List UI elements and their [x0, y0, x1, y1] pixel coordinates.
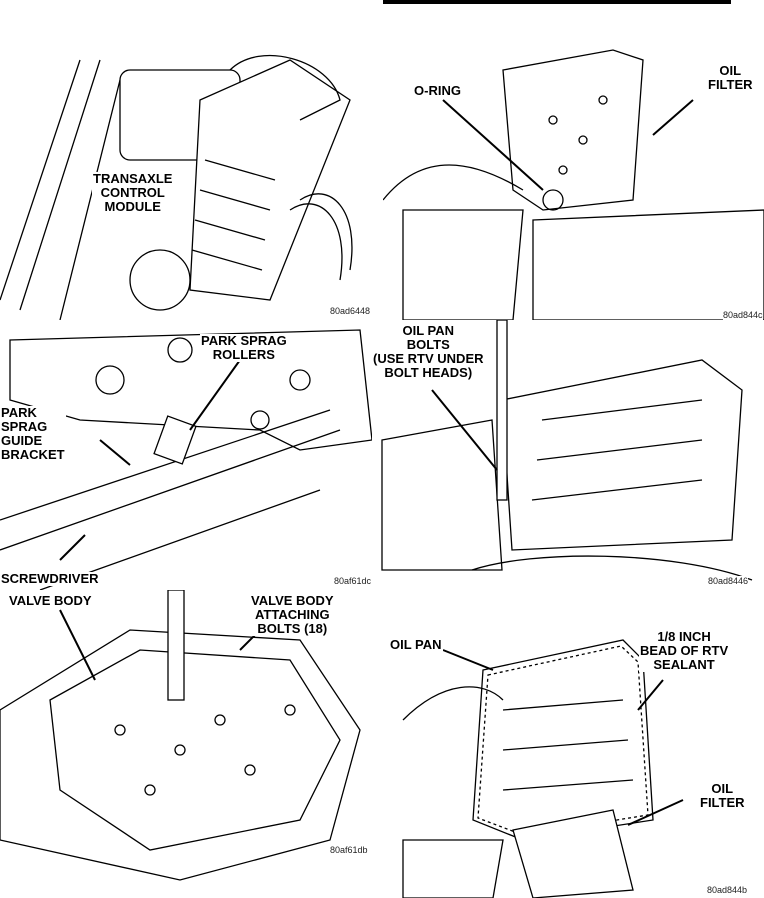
label-rtv-sealant-bead: 1/8 INCH BEAD OF RTV SEALANT [639, 629, 730, 672]
label-valve-body: VALVE BODY [8, 593, 93, 608]
label-oil-filter: OIL FILTER [699, 781, 746, 810]
figure-code: 80ad8446 [708, 576, 749, 586]
label-oil-pan-bolts: OIL PAN BOLTS (USE RTV UNDER BOLT HEADS) [372, 323, 485, 380]
oil-pan-rtv-illustration [402, 639, 684, 898]
label-oil-filter: OIL FILTER [707, 63, 754, 92]
figure-code: 80ad6448 [330, 306, 371, 316]
figure-park-sprag: PARK SPRAG ROLLERS PARK SPRAG GUIDE BRAC… [0, 320, 372, 590]
figure-transaxle-control-module: TRANSAXLE CONTROL MODULE 80ad6448 [0, 40, 372, 320]
label-park-sprag-rollers: PARK SPRAG ROLLERS [200, 333, 288, 362]
figure-code: 80ad844b [707, 885, 748, 895]
figure-code: 80ad844c [723, 310, 763, 320]
tcm-illustration [0, 54, 353, 320]
figure-oil-pan-rtv: OIL PAN 1/8 INCH BEAD OF RTV SEALANT OIL… [383, 590, 764, 898]
figure-valve-body: VALVE BODY VALVE BODY ATTACHING BOLTS (1… [0, 590, 372, 898]
label-o-ring: O-RING [413, 83, 462, 98]
figure-code: 80af61dc [334, 576, 372, 586]
label-screwdriver: SCREWDRIVER [0, 571, 100, 586]
oil-pan-bolts-illustration [381, 320, 753, 581]
figure-oil-pan-bolts: OIL PAN BOLTS (USE RTV UNDER BOLT HEADS)… [372, 320, 764, 590]
oil-filter-illustration [383, 49, 764, 320]
label-park-sprag-guide-bracket: PARK SPRAG GUIDE BRACKET [0, 405, 66, 462]
figure-oil-filter-o-ring: O-RING OIL FILTER 80ad844c [383, 40, 764, 320]
label-oil-pan: OIL PAN [389, 637, 443, 652]
header-rule [383, 0, 731, 4]
label-valve-body-attaching-bolts: VALVE BODY ATTACHING BOLTS (18) [250, 593, 335, 636]
figure-code: 80af61db [330, 845, 368, 855]
valve-body-illustration [0, 590, 361, 881]
label-transaxle-control-module: TRANSAXLE CONTROL MODULE [92, 171, 174, 214]
